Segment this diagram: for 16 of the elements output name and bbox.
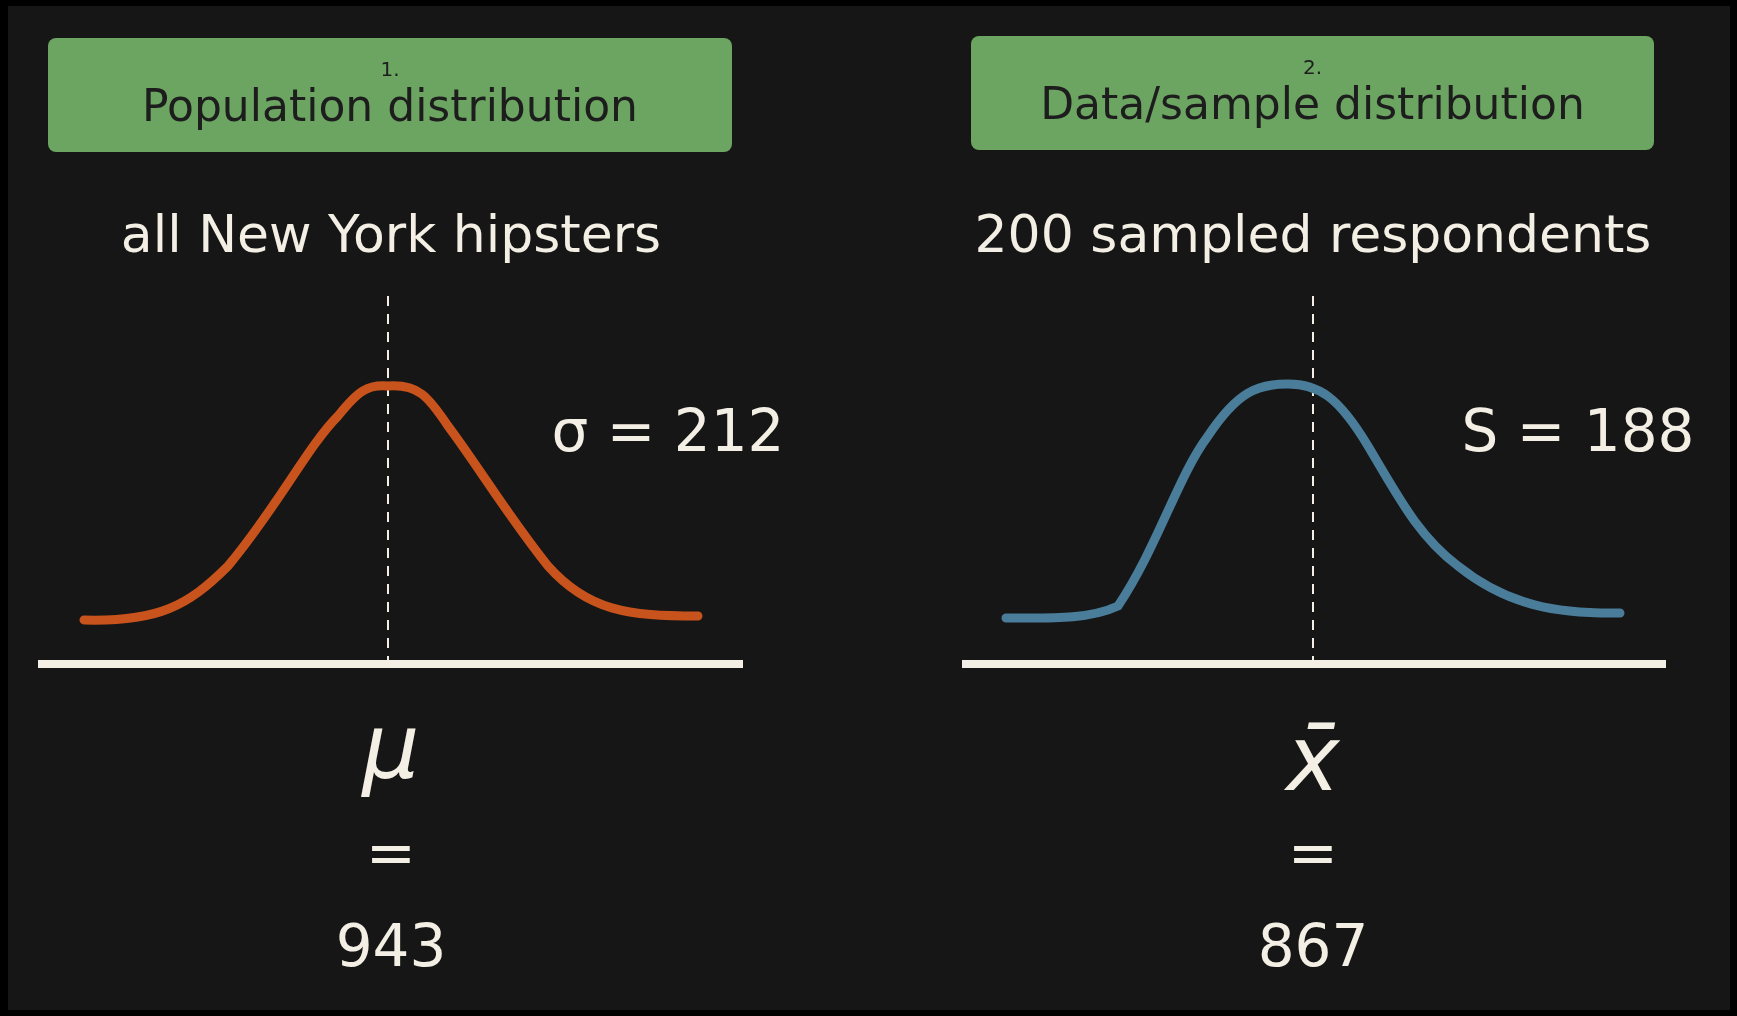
equals-sign: =	[365, 817, 417, 887]
step-number: 1.	[380, 58, 400, 80]
heading-text: Data/sample distribution	[1040, 78, 1585, 130]
equals-sign: =	[1287, 817, 1339, 887]
formula-text: S = 188	[1461, 397, 1695, 465]
heading-text: Population distribution	[142, 80, 638, 132]
symbol-text: μ	[362, 693, 420, 799]
value-text: 867	[1257, 912, 1369, 980]
value-text: 943	[335, 912, 447, 980]
step-number: 2.	[1302, 56, 1323, 78]
caption-text: 200 sampled respondents	[974, 204, 1652, 264]
symbol-text: x̄	[1286, 705, 1340, 811]
formula-text: σ = 212	[551, 397, 785, 465]
caption-text: all New York hipsters	[120, 204, 662, 264]
heading-box	[48, 38, 732, 152]
heading-box	[971, 36, 1654, 150]
